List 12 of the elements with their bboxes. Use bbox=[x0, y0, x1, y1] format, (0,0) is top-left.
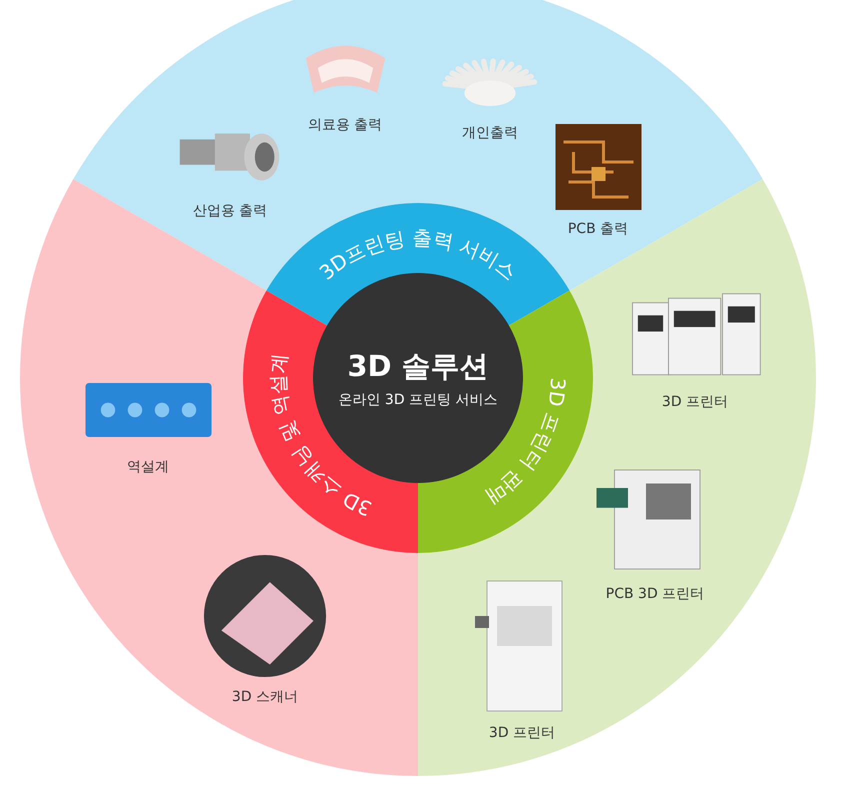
item-caption: PCB 3D 프린터 bbox=[606, 585, 704, 604]
item-caption: 의료용 출력 bbox=[308, 116, 382, 135]
center-subtitle: 온라인 3D 프린팅 서비스 bbox=[338, 391, 498, 409]
item-caption: 3D 프린터 bbox=[662, 393, 728, 412]
ring-segment bbox=[266, 203, 570, 326]
item-caption: 개인출력 bbox=[462, 124, 518, 143]
center-title: 3D 솔루션 bbox=[347, 348, 489, 385]
item-caption: 역설계 bbox=[127, 458, 169, 477]
item-caption: 3D 프린터 bbox=[488, 724, 556, 743]
item-caption: 산업용 출력 bbox=[192, 202, 268, 221]
item-caption: PCB 출력 bbox=[568, 220, 628, 239]
item-caption: 3D 스캐너 bbox=[232, 688, 298, 707]
